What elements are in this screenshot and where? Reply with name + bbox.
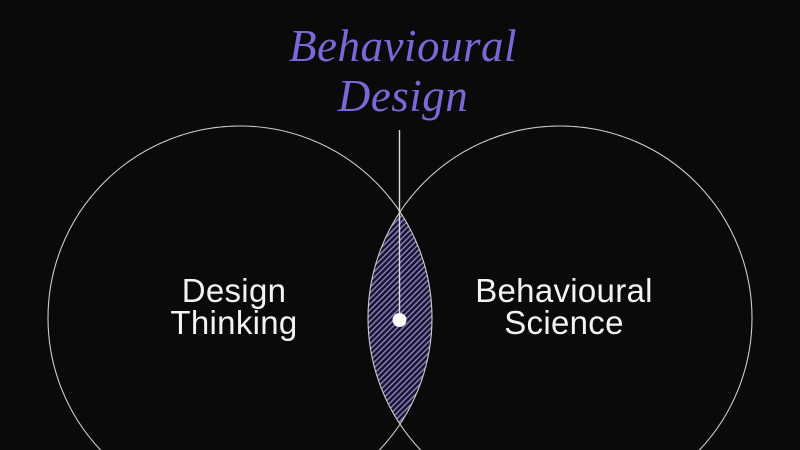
right-circle-outline — [367, 125, 753, 450]
right-circle-label: Behavioural Science — [475, 272, 653, 341]
right-circle-label-line1: Behavioural — [475, 272, 653, 309]
left-circle-label-line2: Thinking — [170, 304, 298, 341]
diagram-title-line2: Design — [337, 71, 469, 121]
right-circle-label-line2: Science — [504, 304, 624, 341]
left-circle-outline — [47, 125, 433, 450]
left-circle-label: Design Thinking — [170, 272, 298, 341]
diagram-title-line1: Behavioural — [289, 21, 517, 71]
diagram-title: Behavioural Design — [289, 21, 517, 121]
left-circle-label-line1: Design — [181, 272, 287, 309]
intersection-dot — [392, 313, 407, 327]
